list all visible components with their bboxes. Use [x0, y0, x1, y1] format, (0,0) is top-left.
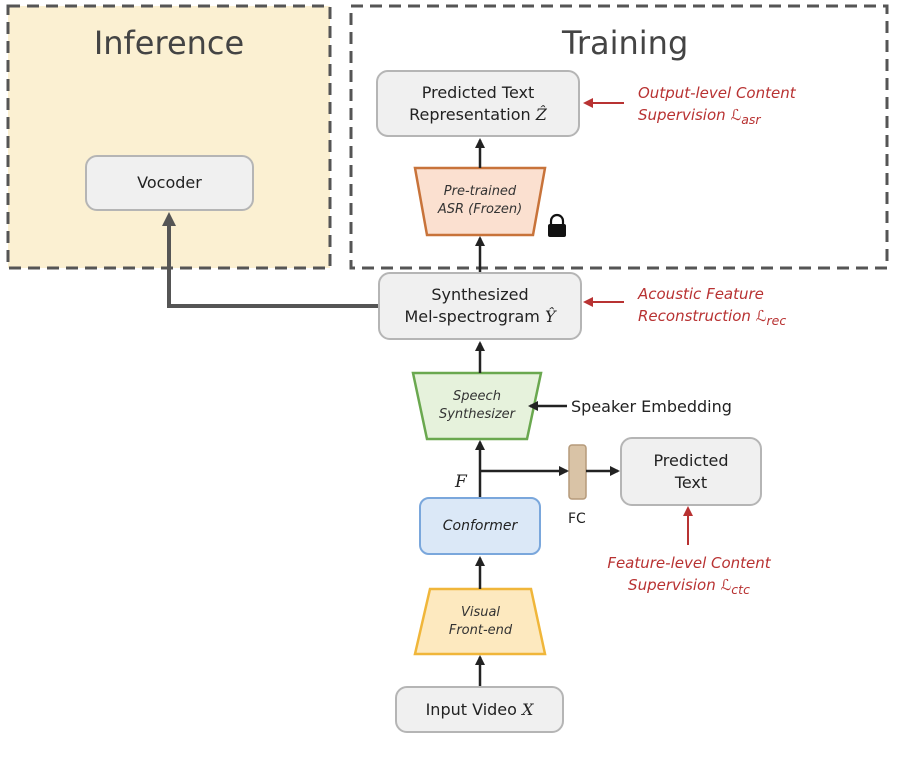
mel-line2-wrap: Mel-spectrogram Ŷ	[404, 306, 555, 328]
asr-loss-line1: Output-level Content	[638, 84, 796, 102]
asr-loss-note: Output-level Content Supervision ℒasr	[638, 83, 796, 129]
predicted-text-line1: Predicted	[653, 450, 729, 470]
ctc-loss-sub: ctc	[731, 581, 750, 597]
asr-loss-symbol: ℒ	[730, 105, 742, 124]
conformer-label: Conformer	[442, 517, 518, 534]
arrow-mel-to-vocoder	[162, 212, 378, 308]
lock-icon	[548, 213, 566, 237]
input-video-symbol: X	[522, 699, 534, 719]
frontend-line1: Visual	[460, 605, 501, 621]
text-rep-line2: Representation	[409, 104, 531, 124]
predicted-text-box: Predicted Text	[620, 437, 762, 506]
conformer-box: Conformer	[419, 497, 541, 555]
asr-loss-sub: asr	[741, 111, 761, 127]
text-rep-symbol: Ẑ	[535, 104, 547, 124]
input-video-box: Input Video X	[395, 686, 564, 733]
frontend-line2: Front-end	[448, 623, 513, 638]
asr-line2: ASR (Frozen)	[437, 202, 523, 217]
vocoder-label: Vocoder	[137, 173, 202, 193]
mel-symbol: Ŷ	[544, 307, 556, 326]
predicted-text-representation-box: Predicted Text Representation Ẑ	[376, 70, 580, 137]
rec-loss-line1: Acoustic Feature	[638, 285, 764, 303]
asr-label: Pre-trained ASR (Frozen)	[427, 170, 533, 232]
ctc-loss-line2: Supervision	[628, 575, 716, 594]
asr-loss-line2: Supervision	[638, 105, 726, 124]
rec-loss-line2-wrap: Reconstruction ℒrec	[638, 306, 786, 330]
synth-line2: Synthesizer	[438, 407, 516, 422]
fc-bar	[568, 444, 587, 500]
speech-synth-label: Speech Synthesizer	[427, 376, 527, 436]
ctc-loss-symbol: ℒ	[720, 575, 732, 594]
ctc-loss-line2-wrap: Supervision ℒctc	[604, 575, 774, 599]
input-video-text: Input Video	[425, 699, 517, 719]
text-rep-line2-wrap: Representation Ẑ	[409, 104, 547, 126]
mel-line2: Mel-spectrogram	[404, 307, 540, 326]
rec-loss-sub: rec	[766, 312, 787, 328]
asr-line1: Pre-trained	[443, 184, 517, 200]
asr-shape	[413, 166, 547, 237]
feature-label: F	[455, 472, 467, 492]
predicted-text-line2: Text	[674, 472, 708, 492]
ctc-loss-note: Feature-level Content Supervision ℒctc	[604, 553, 774, 599]
visual-frontend-shape	[413, 587, 547, 656]
fc-label: FC	[568, 511, 586, 527]
speech-synth-shape	[411, 371, 543, 441]
training-region	[349, 4, 889, 270]
asr-loss-line2-wrap: Supervision ℒasr	[638, 105, 796, 129]
input-video-wrap: Input Video X	[426, 699, 534, 721]
mel-spectrogram-box: Synthesized Mel-spectrogram Ŷ	[378, 272, 582, 340]
text-rep-line1: Predicted Text	[421, 82, 535, 102]
training-title: Training	[562, 24, 689, 62]
vocoder-box: Vocoder	[85, 155, 254, 211]
rec-loss-line2: Reconstruction	[638, 306, 751, 325]
ctc-loss-line1: Feature-level Content	[607, 554, 771, 572]
inference-title: Inference	[93, 24, 245, 62]
visual-frontend-label: Visual Front-end	[430, 592, 531, 652]
rec-loss-symbol: ℒ	[755, 306, 767, 325]
rec-loss-note: Acoustic Feature Reconstruction ℒrec	[638, 284, 786, 330]
synth-line1: Speech	[453, 389, 501, 405]
speaker-embedding-label: Speaker Embedding	[571, 397, 732, 416]
mel-line1: Synthesized	[431, 285, 529, 305]
